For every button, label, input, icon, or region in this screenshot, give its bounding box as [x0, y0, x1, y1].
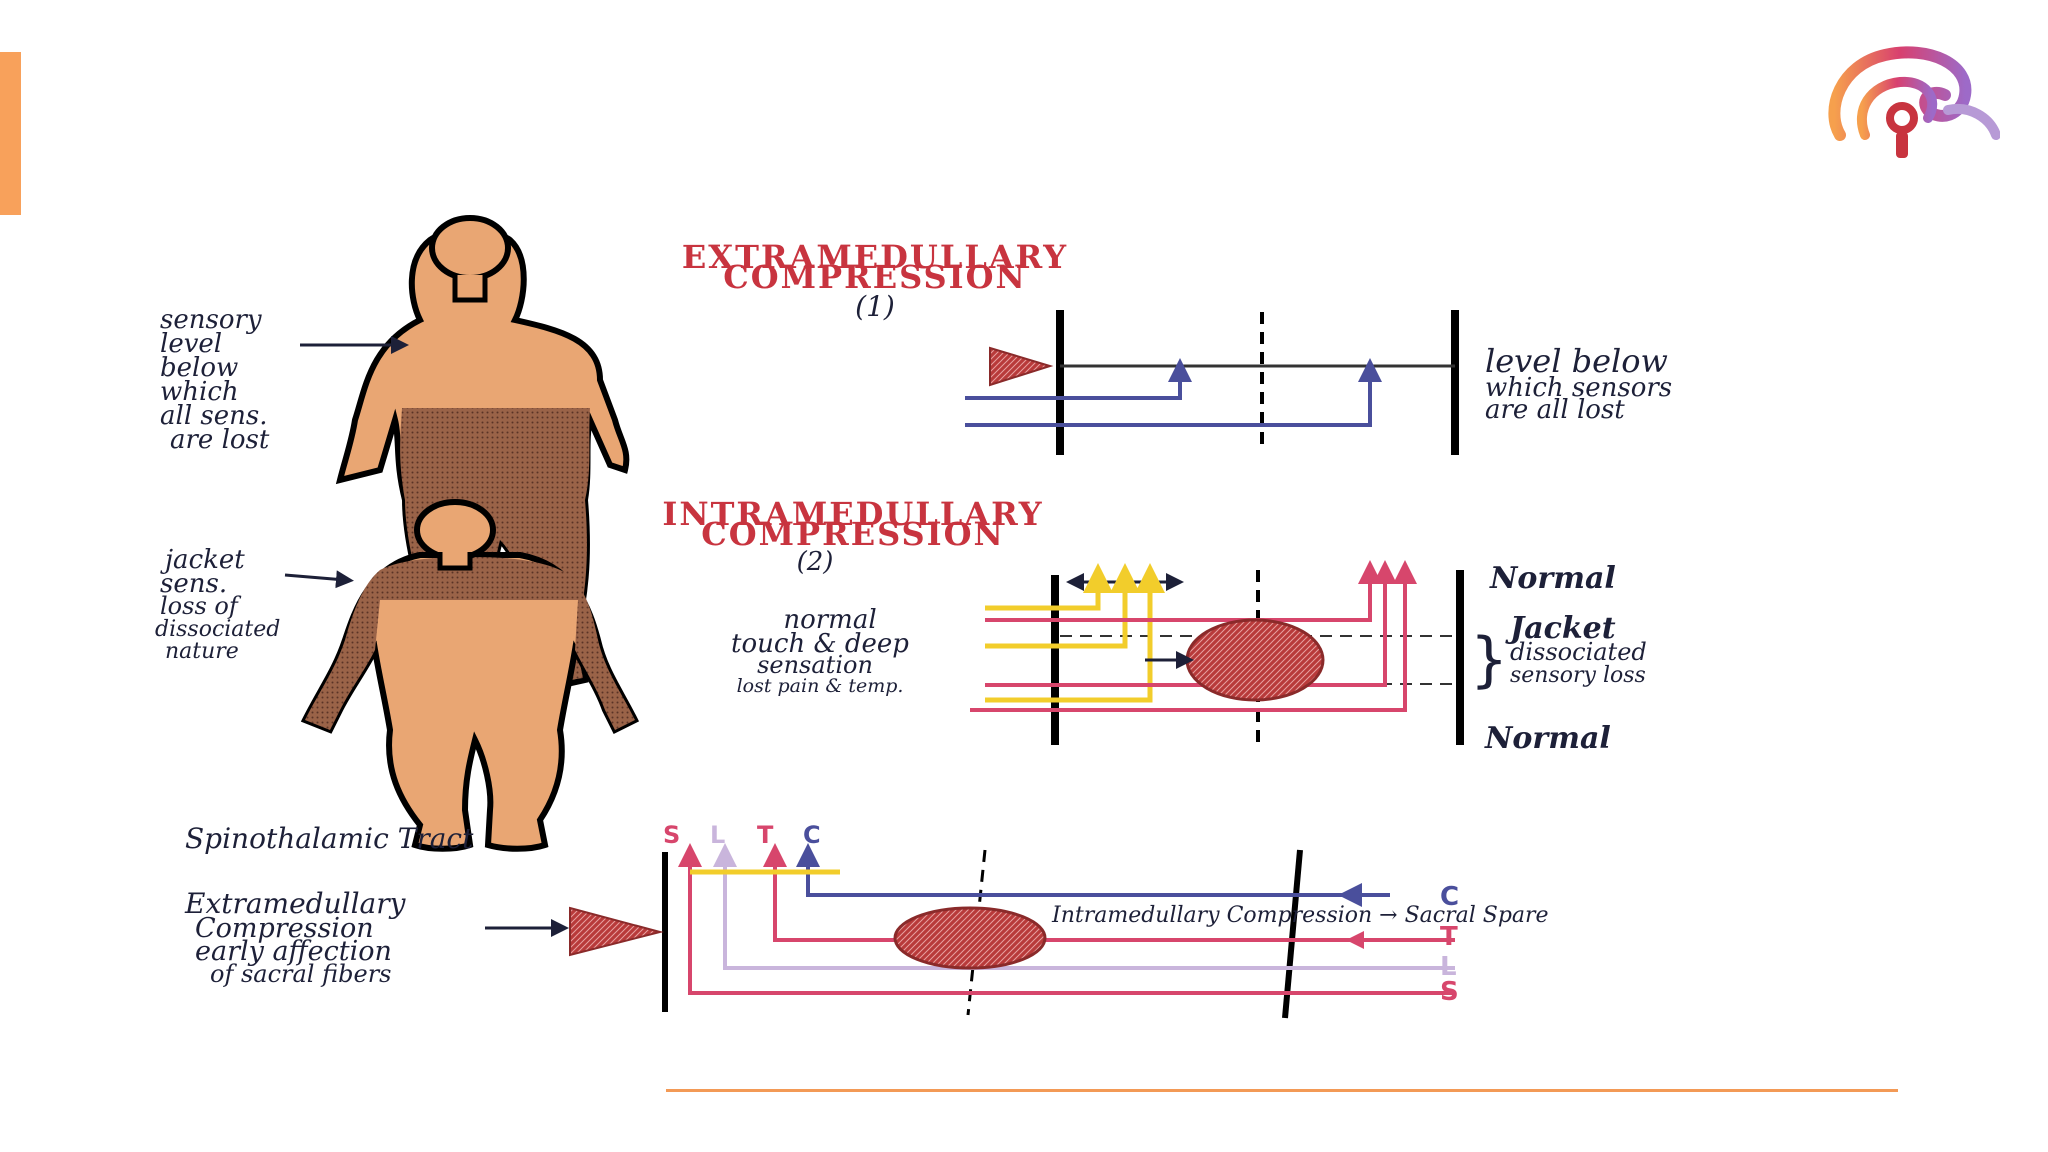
title-compression-1: COMPRESSION	[723, 258, 1026, 296]
section-number-2: (2)	[797, 547, 834, 577]
letter-c-top: C	[803, 821, 821, 849]
compression-triangle-icon	[989, 346, 1054, 387]
label-spinothalamic-tract: Spinothalamic Tract	[185, 822, 474, 855]
tract-letters-top: S L T C	[663, 821, 821, 849]
sacral-note-line-3: early affection	[195, 936, 392, 967]
letter-l-right: L	[1440, 952, 1457, 982]
tract-diagram-extramedullary	[965, 310, 1459, 455]
svg-text:}: }	[1470, 625, 1508, 695]
note-sensory-level: sensory level below which all sens. are …	[160, 305, 409, 455]
jacket-note-line-2: sens.	[160, 569, 227, 599]
sacral-note-line-4: of sacral fibers	[210, 960, 391, 988]
note-line-6: are lost	[170, 425, 270, 455]
note-line-4: which	[160, 377, 239, 407]
jacket-note-line-3: loss of	[160, 592, 242, 620]
jacket-note-line-1: jacket	[160, 545, 245, 575]
title-intramedullary: INTRAMEDULLARY	[662, 495, 1043, 533]
touch-note-line-2: touch & deep	[731, 629, 909, 659]
tract-diagram-sacral	[569, 843, 1455, 1019]
right-note-line-1: level below	[1485, 342, 1668, 380]
note-line-1: sensory	[160, 305, 262, 335]
letter-s-top: S	[663, 821, 680, 849]
letter-s-right: S	[1440, 977, 1459, 1007]
section-number-1: (1)	[855, 290, 895, 323]
letter-l-top: L	[710, 821, 725, 849]
letter-t-top: T	[757, 821, 774, 849]
label-jacket-3: sensory loss	[1510, 663, 1646, 688]
note-line-5: all sens.	[160, 401, 267, 431]
body-figure-intramedullary	[300, 499, 640, 852]
touch-note-line-3: sensation	[757, 651, 873, 679]
accent-bar	[0, 52, 21, 215]
letter-t-right: T	[1440, 922, 1458, 952]
sacral-note-line-1: Extramedullary	[184, 887, 407, 920]
tract-diagram-intramedullary	[970, 560, 1464, 745]
jacket-note-line-5: nature	[165, 639, 239, 664]
tract-letters-right: C T L S	[1440, 882, 1459, 1007]
title-compression-2: COMPRESSION	[701, 515, 1004, 553]
footer-divider	[666, 1089, 1898, 1092]
note-extramedullary-sacral: Extramedullary Compression early affecti…	[184, 887, 569, 988]
note-level-below: level below which sensors are all lost	[1485, 342, 1672, 425]
label-jacket-1: Jacket	[1505, 611, 1616, 646]
right-note-line-2: which sensors	[1485, 373, 1672, 403]
label-intramedullary-sacral-spare: Intramedullary Compression → Sacral Spar…	[1051, 903, 1549, 928]
touch-note-line-1: normal	[783, 605, 876, 635]
lesion-hatched-circle-icon	[1185, 618, 1325, 702]
label-normal-bottom: Normal	[1484, 721, 1611, 756]
jacket-note-line-4: dissociated	[155, 617, 280, 642]
compression-triangle-icon	[569, 906, 664, 957]
label-jacket-2: dissociated	[1510, 638, 1647, 666]
note-jacket-sensation: jacket sens. loss of dissociated nature	[155, 545, 354, 664]
labels-normal-jacket: Normal } Jacket dissociated sensory loss…	[1470, 561, 1647, 756]
label-normal-top: Normal	[1489, 561, 1616, 596]
note-line-2: level	[160, 329, 222, 359]
brain-pin-logo-icon	[1828, 46, 2000, 158]
right-note-line-3: are all lost	[1485, 395, 1625, 425]
title-extramedullary: EXTRAMEDULLARY	[682, 238, 1068, 276]
lesion-hatched-circle-icon	[893, 906, 1047, 970]
letter-c-right: C	[1440, 882, 1459, 912]
touch-note-line-4: lost pain & temp.	[737, 675, 904, 697]
sacral-note-line-2: Compression	[195, 913, 374, 944]
note-normal-touch: normal touch & deep sensation lost pain …	[731, 605, 909, 697]
note-line-3: below	[160, 353, 238, 383]
